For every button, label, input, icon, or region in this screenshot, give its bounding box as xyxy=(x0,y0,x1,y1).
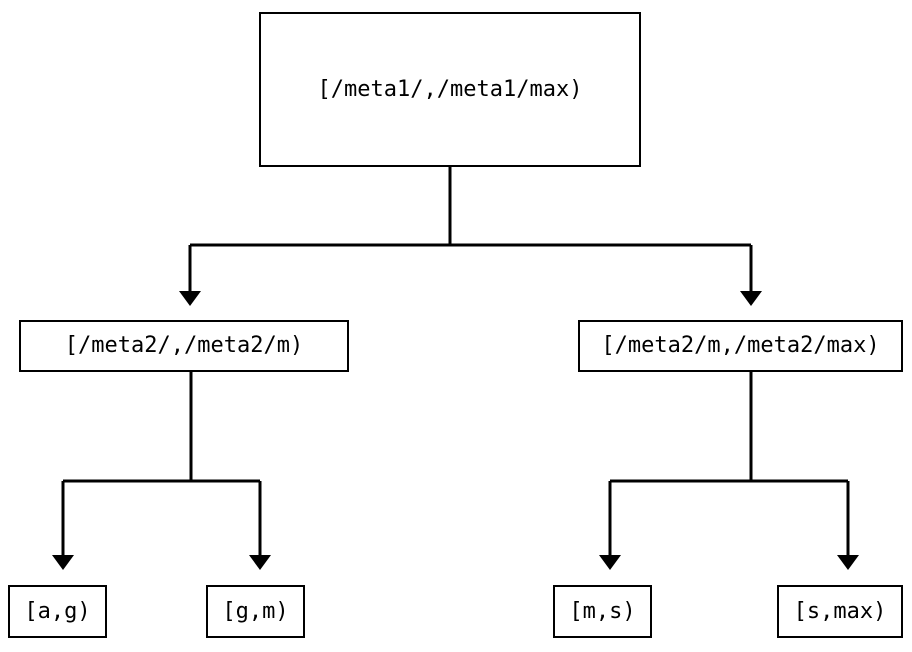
node-root-label: [/meta1/,/meta1/max) xyxy=(317,76,583,102)
node-mid-left[interactable]: [/meta2/,/meta2/m) xyxy=(19,320,349,372)
node-leaf-a-g-label: [a,g) xyxy=(24,598,91,624)
arrowhead-to-a-g xyxy=(52,555,74,570)
arrowhead-to-mid-left xyxy=(179,291,201,306)
node-mid-right-label: [/meta2/m,/meta2/max) xyxy=(601,333,880,358)
node-leaf-m-s[interactable]: [m,s) xyxy=(553,585,652,638)
node-leaf-a-g[interactable]: [a,g) xyxy=(8,585,107,638)
node-root[interactable]: [/meta1/,/meta1/max) xyxy=(259,12,641,167)
node-mid-left-label: [/meta2/,/meta2/m) xyxy=(64,333,304,358)
node-mid-right[interactable]: [/meta2/m,/meta2/max) xyxy=(578,320,903,372)
node-leaf-g-m-label: [g,m) xyxy=(222,598,289,624)
arrowhead-to-s-max xyxy=(837,555,859,570)
node-leaf-m-s-label: [m,s) xyxy=(569,598,636,624)
arrowhead-to-m-s xyxy=(599,555,621,570)
node-leaf-g-m[interactable]: [g,m) xyxy=(206,585,305,638)
arrowhead-to-mid-right xyxy=(740,291,762,306)
arrowhead-to-g-m xyxy=(249,555,271,570)
node-leaf-s-max-label: [s,max) xyxy=(793,598,887,624)
node-leaf-s-max[interactable]: [s,max) xyxy=(777,585,903,638)
